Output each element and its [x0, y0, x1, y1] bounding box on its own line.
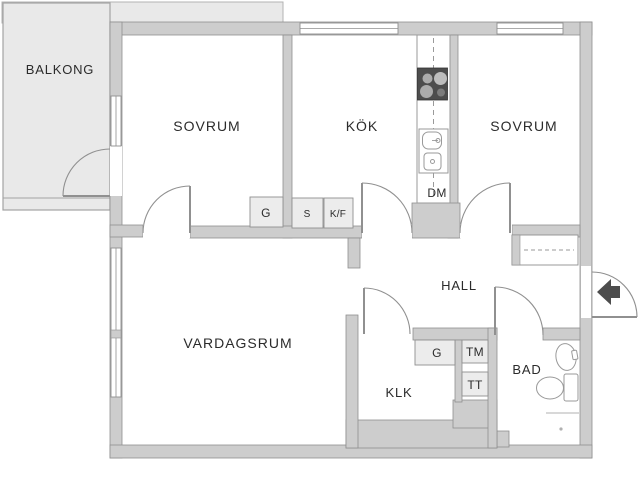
- dishwasher-label: DM: [427, 186, 446, 200]
- entry-door: [591, 271, 638, 318]
- bedroom2-door: [459, 182, 511, 234]
- floor-drain-icon: [559, 427, 563, 431]
- wall-bedroom1-south-a: [109, 224, 144, 238]
- entry-arrow-icon: [597, 279, 620, 305]
- kitchen-label: KÖK: [346, 117, 379, 134]
- pantry-label: S: [304, 209, 311, 220]
- washing-machine-box: [461, 339, 489, 364]
- kitchen-counter: [416, 34, 451, 204]
- tumble-dryer-label: TT: [467, 378, 483, 392]
- walls: [109, 21, 593, 459]
- wall-niche-divider: [454, 339, 463, 403]
- bedroom-left-label: SOVRUM: [173, 118, 240, 134]
- bathroom-label: BAD: [512, 362, 541, 377]
- doors: [62, 148, 638, 336]
- wardrobe-hall-box: [414, 339, 456, 366]
- wall-bath-top: [542, 327, 581, 341]
- fridge-freezer-box: [323, 197, 354, 229]
- bedroom2-door-opening: [460, 224, 512, 238]
- hall-label: HALL: [441, 278, 477, 293]
- klk-door: [363, 287, 411, 335]
- stove-icon: [417, 67, 448, 101]
- wardrobe-bedroom-label: G: [261, 206, 271, 220]
- labels: BALKONG SOVRUM KÖK SOVRUM VARDAGSRUM HAL…: [26, 62, 557, 400]
- windows: [110, 22, 564, 398]
- balcony-door: [62, 148, 111, 197]
- wall-bedroom-kitchen: [282, 34, 293, 239]
- tumble-dryer-box: [461, 371, 489, 397]
- wall-kitchen-south: [411, 202, 461, 239]
- balcony-door-opening: [110, 146, 122, 196]
- entry-door-opening: [581, 266, 591, 318]
- cabinet-boxes: [249, 196, 579, 397]
- bedroom1-door-opening: [143, 224, 190, 238]
- bedroom1-door: [142, 185, 191, 234]
- living-room-label: VARDAGSRUM: [183, 335, 292, 351]
- bedroom-right-label: SOVRUM: [490, 118, 557, 134]
- toilet-icon: [536, 373, 579, 402]
- wardrobe-hall-label: G: [432, 346, 442, 360]
- bath-sink-icon: [555, 343, 579, 371]
- washing-machine-label: TM: [466, 345, 484, 359]
- wall-hall-stub: [347, 237, 361, 269]
- wall-klk-left: [345, 314, 359, 449]
- wall-bath-left: [487, 327, 498, 449]
- klk-label: KLK: [386, 385, 413, 400]
- livingroom-window-mullion: [110, 329, 122, 339]
- balcony-floor: [2, 2, 111, 211]
- kitchen-sink-icon: [418, 128, 449, 174]
- pantry-box: [291, 197, 324, 229]
- hall-closet-dashed: [511, 234, 579, 266]
- balcony-label: BALKONG: [26, 62, 94, 77]
- wall-klk-top: [412, 327, 498, 341]
- wall-right: [579, 21, 593, 459]
- fridge-freezer-label: K/F: [330, 209, 346, 220]
- kitchen-door-opening: [362, 224, 412, 239]
- balcony: [1, 1, 284, 211]
- bathroom-door: [494, 286, 544, 336]
- wall-bath-notch: [496, 430, 510, 448]
- wardrobe-bedroom-box: [249, 196, 284, 228]
- kitchen-door: [361, 182, 413, 234]
- wall-openings: [110, 146, 591, 318]
- bathroom-fixtures: [536, 343, 579, 431]
